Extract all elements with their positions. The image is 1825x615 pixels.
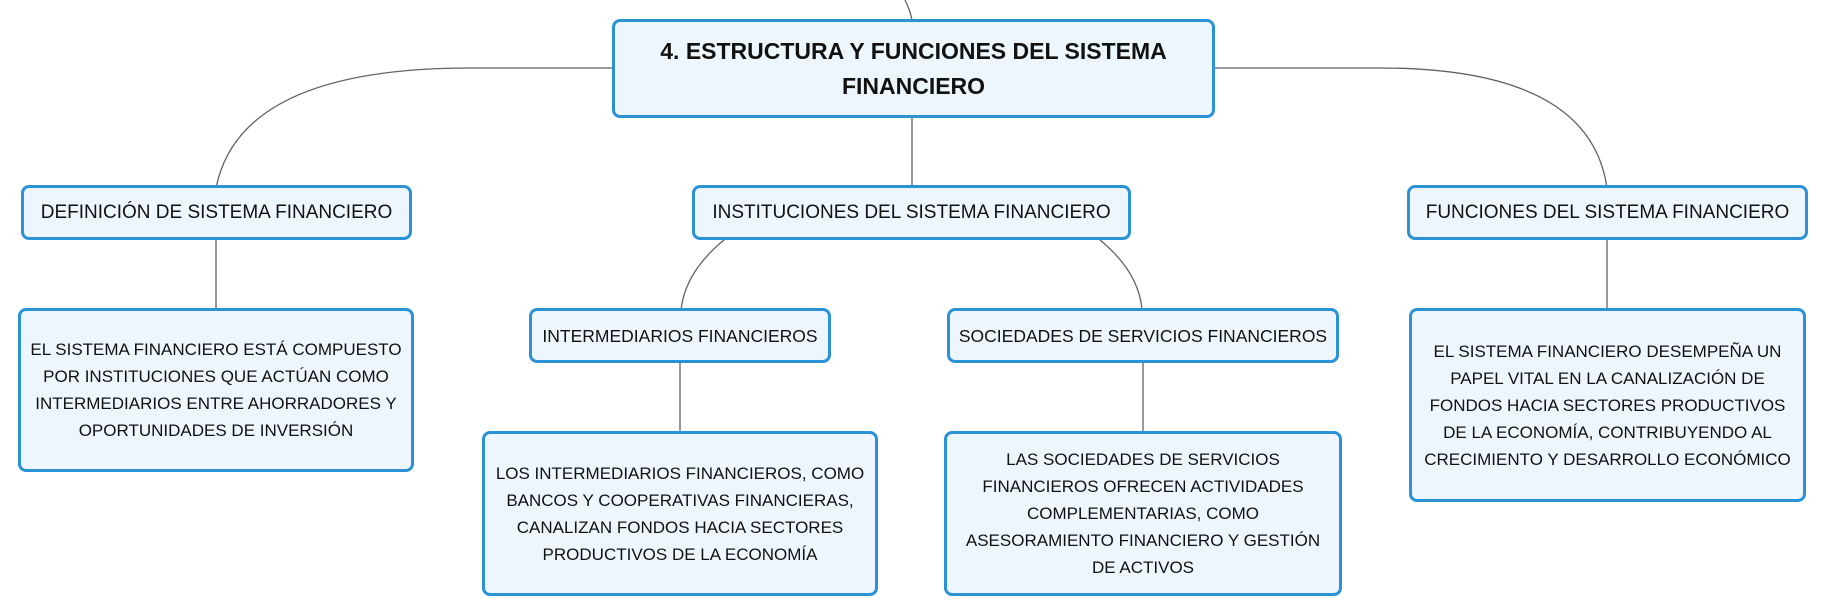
connector-instituciones-sociedades (1099, 239, 1143, 311)
branch-instituciones-label: INSTITUCIONES DEL SISTEMA FINANCIERO (712, 201, 1111, 223)
detail-definicion[interactable]: EL SISTEMA FINANCIERO ESTÁ COMPUESTO POR… (18, 308, 414, 472)
detail-sociedades[interactable]: LAS SOCIEDADES DE SERVICIOS FINANCIEROS … (944, 431, 1342, 596)
detail-funciones[interactable]: EL SISTEMA FINANCIERO DESEMPEÑA UN PAPEL… (1409, 308, 1806, 502)
branch-funciones-label: FUNCIONES DEL SISTEMA FINANCIERO (1425, 201, 1790, 223)
subtopic-sociedades[interactable]: SOCIEDADES DE SERVICIOS FINANCIEROS (947, 308, 1339, 363)
connector-root-definicion (215, 67, 616, 189)
branch-definicion[interactable]: DEFINICIÓN DE SISTEMA FINANCIERO (21, 185, 412, 240)
connector-root-funciones (1215, 67, 1608, 189)
subtopic-intermediarios-label: INTERMEDIARIOS FINANCIEROS (542, 325, 818, 346)
connector-instituciones-intermediarios (680, 239, 725, 311)
detail-funciones-text: EL SISTEMA FINANCIERO DESEMPEÑA UN PAPEL… (1424, 341, 1791, 469)
detail-intermediarios[interactable]: LOS INTERMEDIARIOS FINANCIEROS, COMO BAN… (482, 431, 878, 596)
branch-definicion-label: DEFINICIÓN DE SISTEMA FINANCIERO (40, 201, 393, 223)
detail-intermediarios-text: LOS INTERMEDIARIOS FINANCIEROS, COMO BAN… (495, 463, 865, 564)
subtopic-intermediarios[interactable]: INTERMEDIARIOS FINANCIEROS (529, 308, 831, 363)
connector-top-stub (904, 0, 913, 21)
root-topic-title: 4. ESTRUCTURA Y FUNCIONES DEL SISTEMA FI… (660, 37, 1167, 99)
branch-funciones[interactable]: FUNCIONES DEL SISTEMA FINANCIERO (1407, 185, 1808, 240)
subtopic-sociedades-label: SOCIEDADES DE SERVICIOS FINANCIEROS (958, 325, 1328, 346)
detail-definicion-text: EL SISTEMA FINANCIERO ESTÁ COMPUESTO POR… (30, 340, 402, 440)
root-topic[interactable]: 4. ESTRUCTURA Y FUNCIONES DEL SISTEMA FI… (612, 19, 1215, 118)
branch-instituciones[interactable]: INSTITUCIONES DEL SISTEMA FINANCIERO (692, 185, 1131, 240)
detail-sociedades-text: LAS SOCIEDADES DE SERVICIOS FINANCIEROS … (965, 450, 1321, 577)
